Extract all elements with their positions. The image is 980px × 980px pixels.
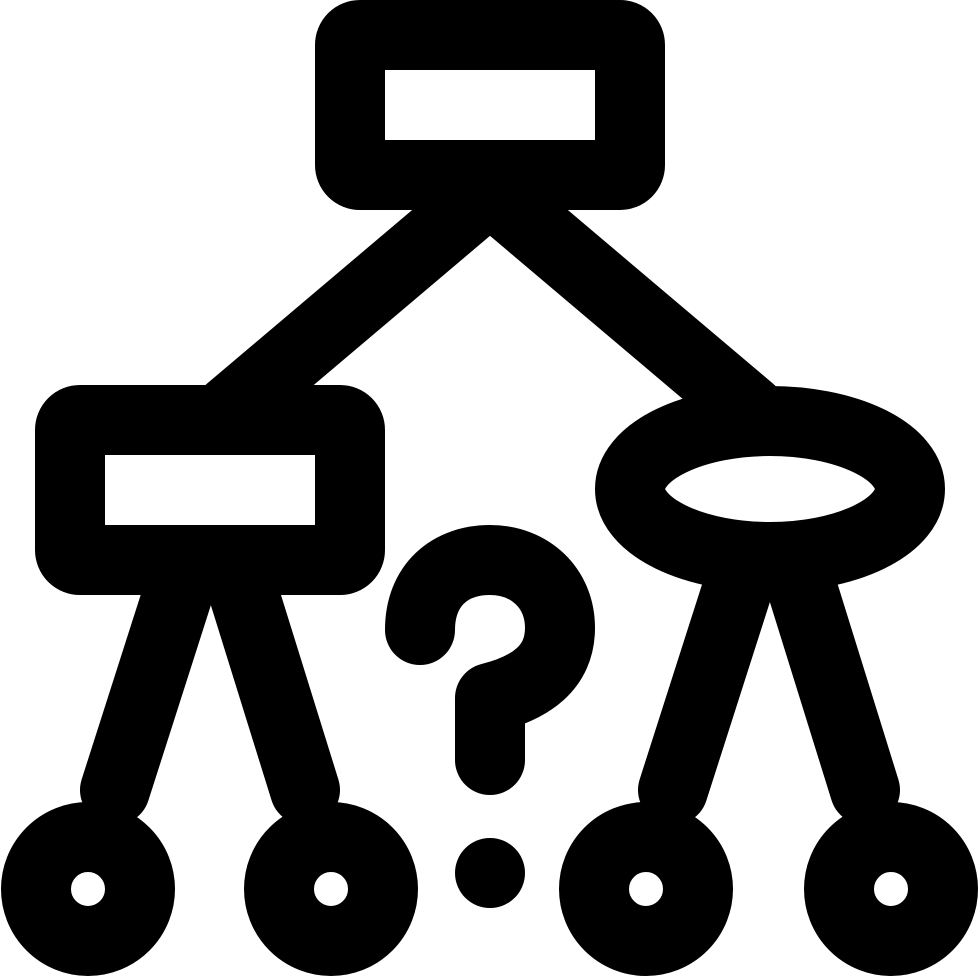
root-node-icon — [315, 0, 665, 210]
leaf-node-icon-1 — [1, 802, 175, 976]
question-mark-dot-icon — [455, 838, 525, 908]
connector-line-right-leaf-2 — [760, 530, 900, 825]
connector-line-right-leaf-1 — [638, 530, 780, 825]
leaf-node-icon-3 — [559, 802, 733, 976]
leaf-node-icon-2 — [244, 802, 418, 976]
connector-line-left-leaf-2 — [200, 530, 340, 825]
connector-line-left-leaf-1 — [80, 530, 222, 825]
leaf-node-icon-4 — [804, 802, 978, 976]
connector-line-top-right — [455, 155, 785, 445]
connector-line-top-left — [195, 155, 525, 445]
question-mark-curve-icon — [385, 525, 595, 795]
right-branch-node-icon — [595, 386, 945, 592]
